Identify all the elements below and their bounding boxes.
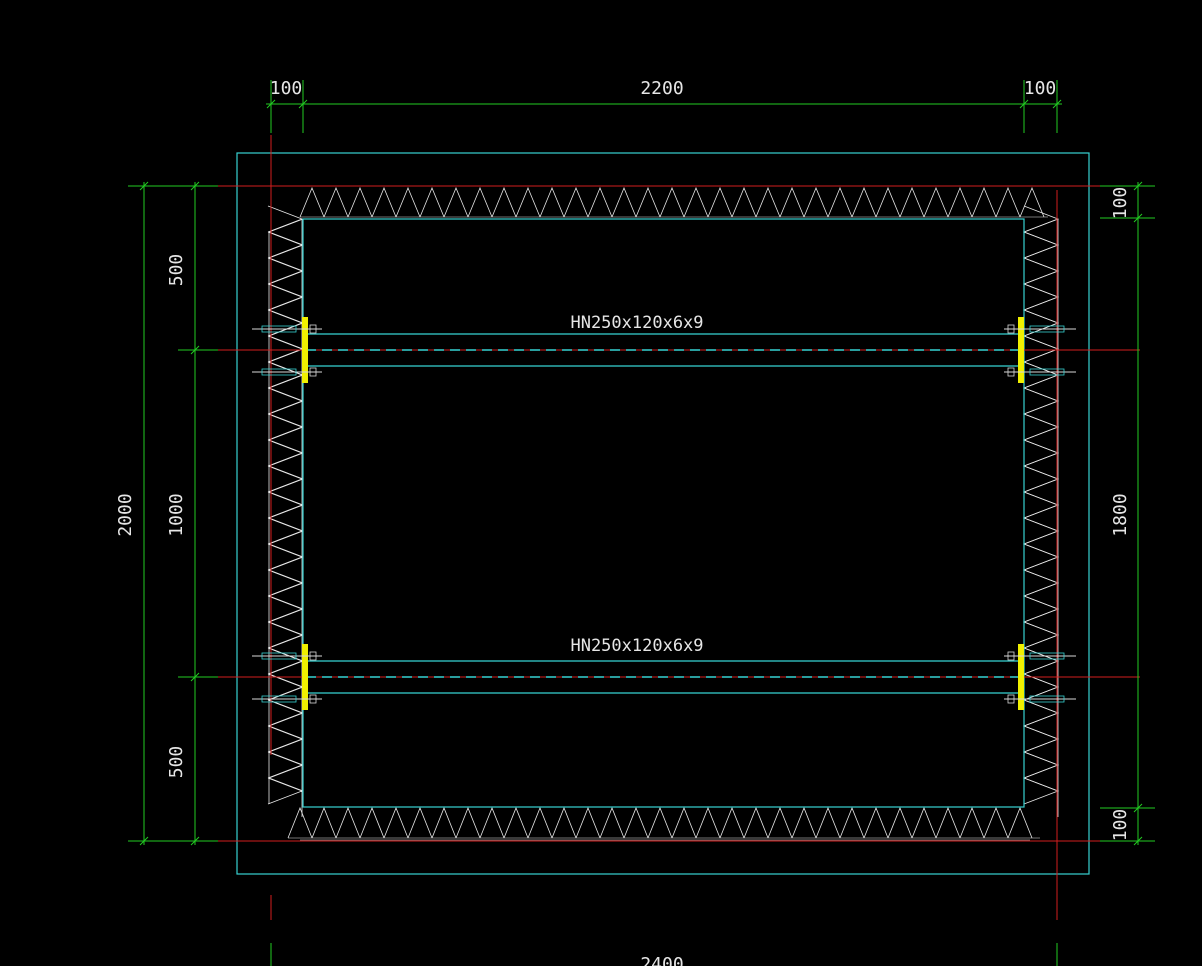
dim-tick bbox=[266, 99, 276, 109]
dimension-left: 2000 500 1000 500 bbox=[115, 181, 218, 846]
dim-tick bbox=[1052, 99, 1062, 109]
end-plate bbox=[1018, 644, 1024, 710]
bolt-nut bbox=[309, 367, 317, 377]
dim-text: 2400 bbox=[640, 954, 683, 966]
axis-lines bbox=[178, 135, 1140, 920]
bolt-nut bbox=[309, 324, 317, 334]
anchor-bolt-body bbox=[261, 368, 297, 376]
dim-tick bbox=[190, 345, 200, 355]
bolt-nut bbox=[1007, 367, 1015, 377]
hatch-triangles bbox=[1022, 218, 1059, 804]
dim-text: 100 bbox=[1110, 187, 1131, 220]
bolt-nut bbox=[309, 651, 317, 661]
end-plate bbox=[302, 644, 308, 710]
dim-tick bbox=[139, 181, 149, 191]
anchor-bolt-body bbox=[261, 695, 297, 703]
hatch-triangles bbox=[287, 806, 1033, 839]
hatch-triangles bbox=[267, 218, 304, 804]
anchor-bolt-body bbox=[1029, 652, 1065, 660]
dimension-top: 100 2200 100 bbox=[266, 78, 1062, 133]
anchor-bolt-body bbox=[1029, 325, 1065, 333]
anchor-bolt-body bbox=[261, 652, 297, 660]
hatch-triangles bbox=[299, 186, 1045, 218]
dim-text: 100 bbox=[270, 78, 303, 99]
dim-tick bbox=[1133, 181, 1143, 191]
dim-text: 1800 bbox=[1110, 493, 1131, 536]
anchor-bolt-body bbox=[1029, 695, 1065, 703]
dim-text: 100 bbox=[1024, 78, 1057, 99]
dim-text: 1000 bbox=[166, 493, 187, 536]
beam-label: HN250x120x6x9 bbox=[570, 636, 703, 656]
bolt-nut bbox=[1007, 694, 1015, 704]
dimension-right: 100 1800 100 bbox=[1100, 181, 1155, 846]
steel-beam: HN250x120x6x9 bbox=[303, 313, 1021, 367]
dimension-bottom: 2400 bbox=[270, 943, 1058, 966]
beam-label: HN250x120x6x9 bbox=[570, 313, 703, 333]
dim-text: 500 bbox=[166, 254, 187, 287]
dim-tick bbox=[1133, 213, 1143, 223]
end-plate bbox=[302, 317, 308, 383]
end-plate bbox=[1018, 317, 1024, 383]
inner-pit-outline bbox=[302, 218, 1025, 808]
hatch-zone bbox=[267, 186, 1060, 841]
dim-tick bbox=[190, 836, 200, 846]
dim-text: 100 bbox=[1110, 809, 1131, 842]
bolt-nut bbox=[309, 694, 317, 704]
dim-tick bbox=[298, 99, 308, 109]
beam-connections bbox=[252, 317, 1076, 710]
bolt-nut bbox=[1007, 651, 1015, 661]
dim-tick bbox=[139, 836, 149, 846]
dim-text: 2200 bbox=[640, 78, 683, 99]
bolt-nut bbox=[1007, 324, 1015, 334]
dim-text: 500 bbox=[166, 746, 187, 779]
steel-beam: HN250x120x6x9 bbox=[303, 636, 1021, 694]
dim-tick bbox=[1133, 836, 1143, 846]
anchor-bolt-body bbox=[261, 325, 297, 333]
anchor-bolt-body bbox=[1029, 368, 1065, 376]
dim-tick bbox=[190, 181, 200, 191]
dim-tick bbox=[190, 672, 200, 682]
dim-tick bbox=[1133, 803, 1143, 813]
outer-boundary bbox=[236, 152, 1090, 875]
dim-tick bbox=[1019, 99, 1029, 109]
dim-text: 2000 bbox=[115, 493, 136, 536]
